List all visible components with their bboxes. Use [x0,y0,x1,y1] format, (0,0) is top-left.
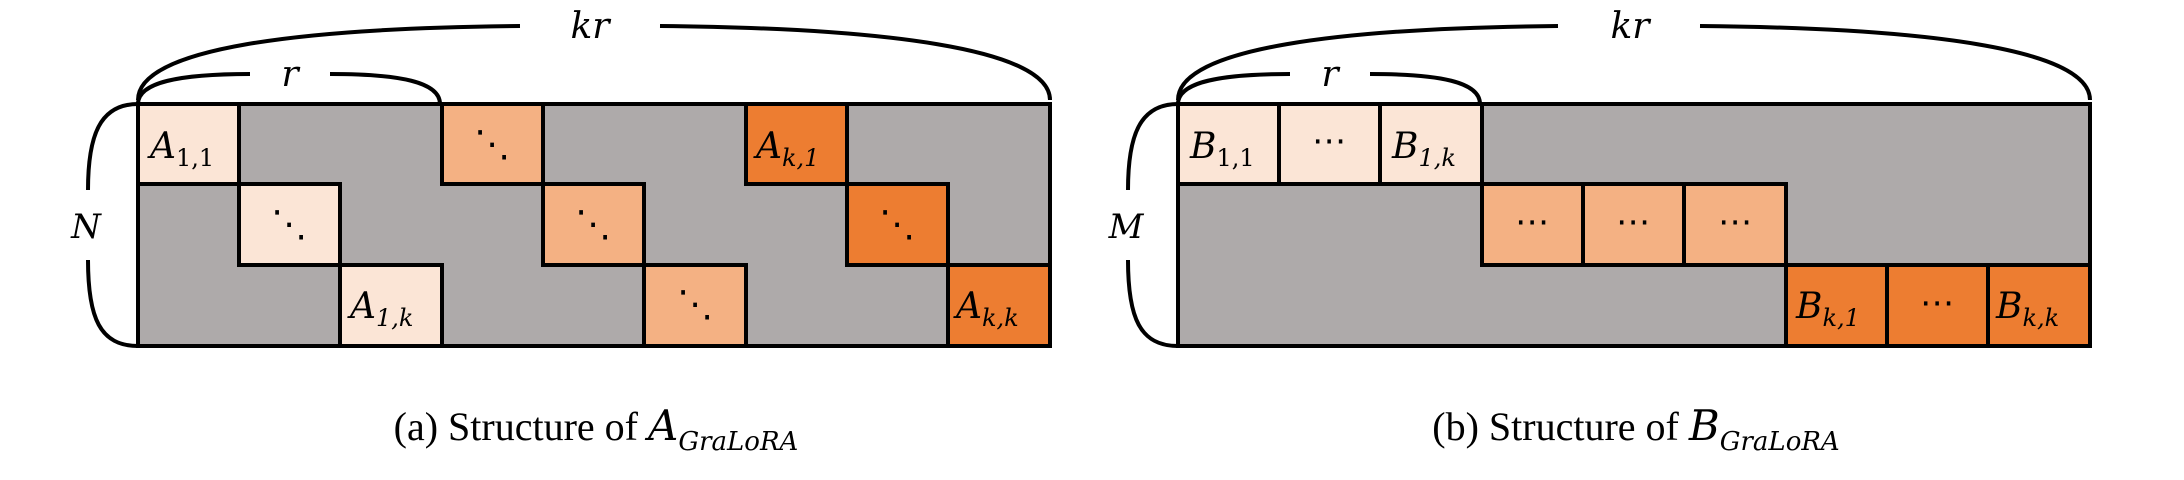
brace-r-b [1176,72,1482,105]
brace-r-a [136,72,442,105]
brace-m-b [1126,102,1179,348]
brace-r-label-b: r [1321,54,1340,95]
block-akk [946,263,1052,348]
label-b11: B1,1 [1189,126,1255,172]
label-a1k: A1,k [347,286,413,332]
block-b11 [1176,102,1281,186]
brace-kr-label-a: kr [570,6,611,47]
dots-a-group2-row3: ⋱ [677,284,713,325]
label-a11: A1,1 [147,126,214,172]
block-ak1 [744,102,849,186]
caption-a: (a) Structure of AGraLoRA [394,401,799,457]
block-a-group2-row2 [541,182,646,267]
side-label-n: N [70,207,102,247]
block-b-row3-middle [1885,263,1990,348]
label-bk1: Bk,1 [1795,286,1860,332]
label-akk: Ak,k [953,286,1019,332]
block-a11 [136,102,241,186]
block-b1k [1378,102,1484,186]
brace-n-a [86,102,139,348]
block-a-group2-row1 [440,102,545,186]
label-ak1: Ak,1 [753,126,819,172]
panel-b: kr r M B1,1 ⋯ B1,k ⋯ ⋯ ⋯ [1108,6,2092,457]
label-bkk: Bk,k [1995,286,2059,332]
block-a-group2-row3 [642,263,748,348]
dots-a-group1-row2: ⋱ [271,204,307,245]
block-a-group1-row2 [237,182,342,267]
caption-b: (b) Structure of BGraLoRA [1432,401,1839,457]
brace-kr-label-b: kr [1610,6,1651,47]
hdots-b-row1: ⋯ [1312,121,1346,161]
block-b-row1-middle [1277,102,1382,186]
block-a-group3-row2 [845,182,950,267]
panel-a: kr r N A1,1 ⋱ Ak,1 ⋱ ⋱ ⋱ [70,6,1052,457]
dots-a-group3-row2: ⋱ [879,204,915,245]
hdots-b-row2-3: ⋯ [1718,202,1752,242]
label-b1k: B1,k [1391,126,1456,172]
brace-kr-b [1176,24,2092,101]
hdots-b-row3: ⋯ [1920,283,1954,323]
side-label-m: M [1108,207,1145,247]
block-bk1 [1784,263,1889,348]
brace-r-label-a: r [281,54,300,95]
hdots-b-row2-1: ⋯ [1515,202,1549,242]
hdots-b-row2-2: ⋯ [1616,202,1650,242]
block-a1k [338,263,444,348]
dots-a-group2-row2: ⋱ [575,204,611,245]
block-bkk [1986,263,2092,348]
dots-a-group2-row1: ⋱ [474,124,510,165]
brace-kr-a [136,24,1052,101]
block-b-row2-3 [1682,182,1788,267]
